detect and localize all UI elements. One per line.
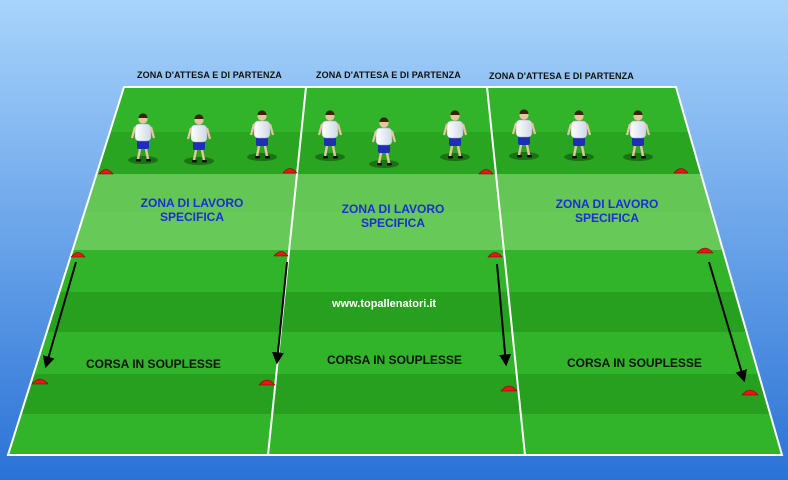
- player-figure-icon: [440, 110, 470, 161]
- waiting-zone-label-1: ZONA D'ATTESA E DI PARTENZA: [137, 70, 282, 80]
- player-figure-icon: [509, 109, 539, 160]
- player-figure-icon: [247, 110, 277, 161]
- waiting-zone-label-2: ZONA D'ATTESA E DI PARTENZA: [316, 70, 461, 80]
- work-zone-label-2: ZONA DI LAVORO SPECIFICA: [323, 202, 463, 230]
- player-figure-icon: [128, 113, 158, 164]
- field-stripe: [8, 250, 782, 292]
- watermark: www.topallenatori.it: [332, 298, 437, 310]
- divider-line-2: [486, 86, 526, 456]
- run-label-3: CORSA IN SOUPLESSE: [567, 356, 702, 370]
- player-figure-icon: [369, 117, 399, 168]
- cone-icon: [478, 169, 494, 175]
- field-stripe: [8, 374, 782, 414]
- cones: [31, 168, 759, 396]
- work-zone-label-line1: ZONA DI LAVORO: [555, 197, 659, 211]
- cone-icon: [696, 247, 714, 254]
- arrow-icon: [708, 261, 748, 383]
- cone-icon: [282, 168, 298, 174]
- player-figure-icon: [564, 110, 594, 161]
- cone-icon: [673, 168, 689, 174]
- cone-icon: [70, 252, 86, 258]
- field-boundary: [6, 86, 784, 456]
- player-figure-icon: [184, 114, 214, 165]
- cone-icon: [258, 379, 276, 386]
- arrow-icon: [496, 263, 512, 367]
- work-zone-label-3: ZONA DI LAVORO SPECIFICA: [537, 197, 677, 225]
- player-figure-icon: [315, 110, 345, 161]
- arrows: [42, 261, 748, 383]
- player-figure-icon: [623, 110, 653, 161]
- cone-icon: [31, 378, 49, 385]
- cone-icon: [273, 251, 289, 257]
- run-label-1: CORSA IN SOUPLESSE: [86, 357, 221, 371]
- cone-icon: [98, 169, 114, 175]
- field-stripe: [8, 332, 782, 374]
- cone-icon: [487, 252, 503, 258]
- run-label-2: CORSA IN SOUPLESSE: [327, 353, 462, 367]
- work-zone-label-line1: ZONA DI LAVORO: [140, 196, 244, 210]
- work-zone-label-line1: ZONA DI LAVORO: [341, 202, 445, 216]
- waiting-zone-label-3: ZONA D'ATTESA E DI PARTENZA: [489, 71, 634, 81]
- cone-icon: [500, 385, 518, 392]
- work-zone-band-upper: [8, 174, 782, 212]
- field-stripe: [8, 414, 782, 455]
- field-stripe: [8, 292, 782, 332]
- players: [128, 109, 653, 168]
- field: [8, 87, 782, 455]
- arrow-icon: [42, 261, 77, 369]
- work-zone-label-line2: SPECIFICA: [360, 216, 425, 230]
- arrow-icon: [271, 261, 288, 365]
- cone-icon: [741, 389, 759, 396]
- work-zone-label-line2: SPECIFICA: [159, 210, 224, 224]
- work-zone-label-line2: SPECIFICA: [574, 211, 639, 225]
- work-zone-label-1: ZONA DI LAVORO SPECIFICA: [122, 196, 262, 224]
